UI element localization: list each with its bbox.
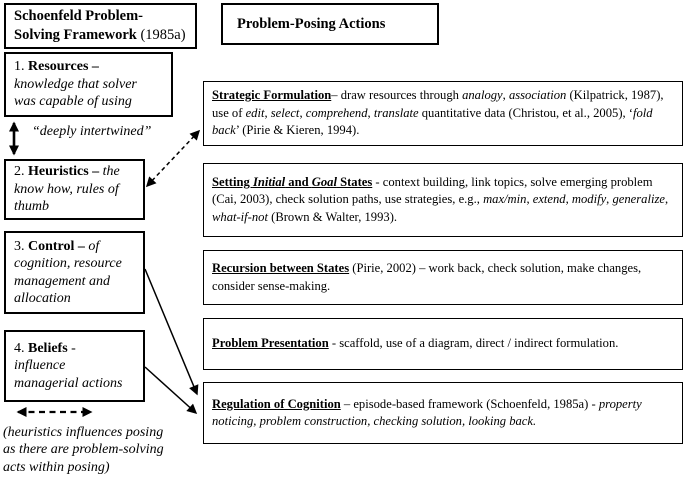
strategic-formulation-text: Strategic Formulation– draw resources th… [212,88,664,138]
framework-header-box: Schoenfeld Problem-Solving Framework (19… [4,3,197,49]
problem-presentation-text: Problem Presentation - scaffold, use of … [212,336,619,351]
posing-header-box: Problem-Posing Actions [221,3,439,45]
strategic-formulation-box: Strategic Formulation– draw resources th… [203,81,683,146]
posing-header-label: Problem-Posing Actions [237,15,386,32]
heuristics-strategic-dashed-arrow [145,129,201,188]
regulation-text: Regulation of Cognition – episode-based … [212,396,642,428]
beliefs-regulation-arrow [144,366,198,415]
regulation-box: Regulation of Cognition – episode-based … [203,382,683,444]
framework-header-label: Schoenfeld Problem-Solving Framework (19… [14,8,186,43]
recursion-box: Recursion between States (Pirie, 2002) –… [203,250,683,305]
setting-states-box: Setting Initial and Goal States - contex… [203,163,683,237]
setting-states-text: Setting Initial and Goal States - contex… [212,174,669,224]
deeply-intertwined-label: “deeply intertwined” [32,124,152,139]
problem-presentation-box: Problem Presentation - scaffold, use of … [203,318,683,370]
recursion-text: Recursion between States (Pirie, 2002) –… [212,261,642,293]
control-regulation-arrow [144,268,199,396]
